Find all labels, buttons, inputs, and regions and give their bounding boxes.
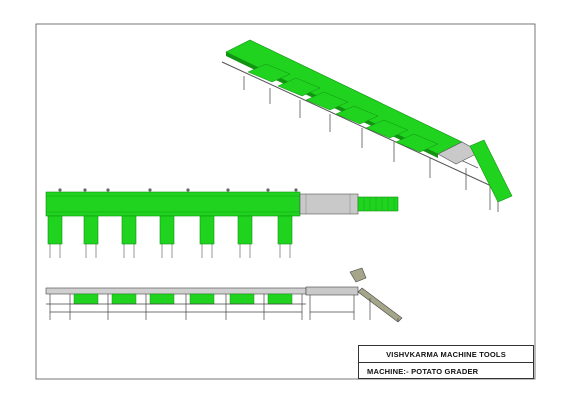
front-roller-section [305, 286, 359, 296]
top-main-belt [45, 191, 301, 217]
front-main-belt [45, 287, 307, 295]
top-roller-section [299, 193, 359, 215]
front-grader-units [73, 293, 293, 305]
iso-branch-belts [247, 63, 439, 153]
sheet-border [35, 23, 536, 380]
front-hopper [349, 267, 367, 283]
machine-name: MACHINE:- POTATO GRADER [367, 367, 479, 376]
top-branch-belts [47, 215, 293, 245]
iso-main-belt [225, 39, 463, 155]
top-view [45, 188, 399, 258]
title-block: VISHVKARMA MACHINE TOOLS MACHINE:- POTAT… [358, 345, 534, 379]
iso-incline-conveyor [469, 139, 513, 203]
company-name: VISHVKARMA MACHINE TOOLS [359, 346, 533, 363]
front-elevation-view [45, 267, 403, 323]
isometric-view [221, 39, 513, 212]
front-incline-conveyor [357, 287, 403, 323]
